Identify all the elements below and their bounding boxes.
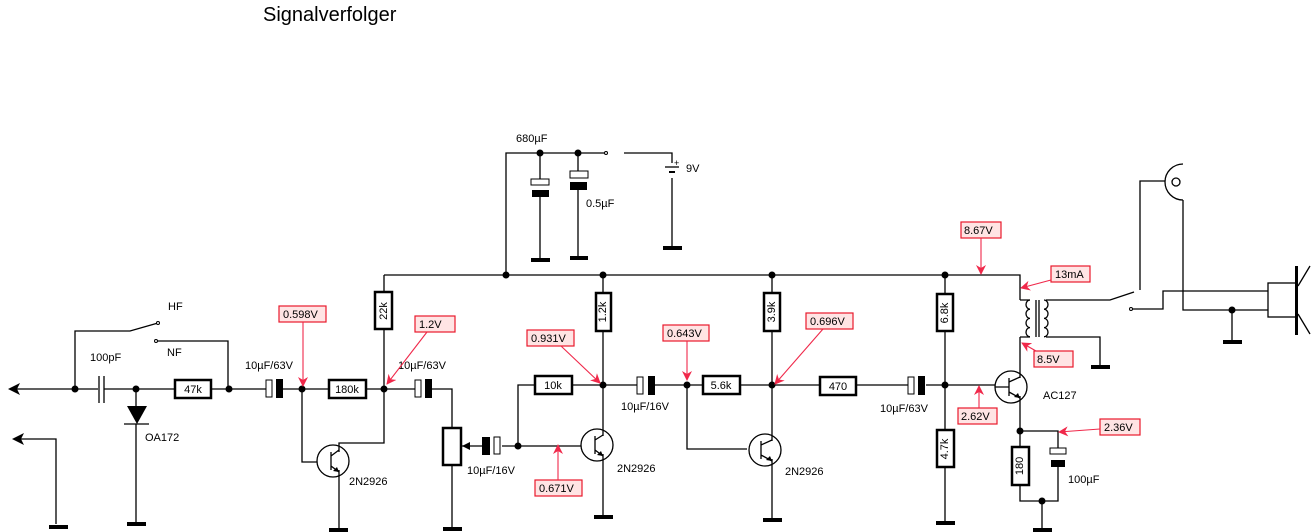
measurement-8-5v: 8.5V xyxy=(1021,342,1074,368)
output-transformer xyxy=(1020,299,1049,338)
potentiometer xyxy=(441,426,470,467)
diagram-title: Signalverfolger xyxy=(263,4,397,26)
svg-text:470: 470 xyxy=(829,381,847,393)
svg-text:4.7k: 4.7k xyxy=(939,438,951,459)
capacitor-c3-label: 10µF/16V xyxy=(467,465,516,477)
capacitor-c1 xyxy=(265,379,283,398)
svg-text:180: 180 xyxy=(1014,457,1026,475)
resistor-47k: 47k xyxy=(173,378,213,400)
svg-text:0.696V: 0.696V xyxy=(810,316,846,328)
hf-label: HF xyxy=(168,301,183,313)
measurement-8-67v: 8.67V xyxy=(960,221,1002,275)
svg-text:8.67V: 8.67V xyxy=(964,225,993,237)
transistor-q1 xyxy=(316,444,350,478)
svg-text:0.931V: 0.931V xyxy=(531,333,567,345)
capacitor-100uf xyxy=(1049,447,1067,467)
diode-label: OA172 xyxy=(145,432,179,444)
svg-text:22k: 22k xyxy=(378,302,390,320)
nf-switch-contact xyxy=(154,339,158,343)
measurement-0-931v: 0.931V xyxy=(526,329,601,384)
capacitor-c2-label: 10µF/63V xyxy=(398,360,447,372)
transistor-q4-ac127 xyxy=(994,370,1028,404)
svg-text:5.6k: 5.6k xyxy=(711,380,732,392)
capacitor-680uf-label: 680µF xyxy=(516,133,548,145)
speaker-icon xyxy=(1267,265,1311,335)
capacitor-0-5uf-label: 0.5µF xyxy=(586,198,615,210)
measurement-0-643v: 0.643V xyxy=(662,324,710,381)
output-arrow-icon xyxy=(8,383,20,395)
speaker-switch-contact xyxy=(1129,307,1133,311)
headphone-jack-icon xyxy=(1164,163,1184,201)
measurement-0-671v: 0.671V xyxy=(534,444,583,497)
resistor-1-2k: 1.2k xyxy=(594,291,613,333)
resistor-22k: 22k xyxy=(373,290,394,331)
junctions xyxy=(71,149,1236,505)
resistor-3-9k: 3.9k xyxy=(762,291,782,333)
transistor-q2 xyxy=(580,428,614,462)
resistor-180k: 180k xyxy=(327,378,368,400)
power-switch xyxy=(604,151,608,155)
battery-9v xyxy=(665,166,679,173)
wires xyxy=(14,152,1268,529)
resistor-5-6k: 5.6k xyxy=(701,374,742,396)
capacitor-0-5uf xyxy=(569,170,589,190)
transistor-q4-label: AC127 xyxy=(1043,390,1077,402)
resistor-470: 470 xyxy=(818,375,858,397)
battery-plus-label: + xyxy=(674,158,679,168)
measurement-0-696v: 0.696V xyxy=(774,312,854,385)
capacitor-c4-label: 10µF/16V xyxy=(621,401,670,413)
svg-text:6.8k: 6.8k xyxy=(939,302,951,323)
svg-text:1.2V: 1.2V xyxy=(419,319,442,331)
svg-text:13mA: 13mA xyxy=(1055,269,1084,281)
measurement-1-2v: 1.2V xyxy=(386,315,456,385)
svg-text:3.9k: 3.9k xyxy=(766,301,778,322)
svg-text:2.36V: 2.36V xyxy=(1104,422,1133,434)
svg-text:47k: 47k xyxy=(184,384,202,396)
capacitor-100pf-label: 100pF xyxy=(90,352,121,364)
transistor-q3 xyxy=(748,433,782,467)
nf-label: NF xyxy=(167,347,182,359)
resistor-180: 180 xyxy=(1010,445,1031,487)
svg-text:0.598V: 0.598V xyxy=(283,309,319,321)
svg-text:8.5V: 8.5V xyxy=(1037,354,1060,366)
output-arrow-icon xyxy=(12,433,24,445)
capacitor-c1-label: 10µF/63V xyxy=(245,360,294,372)
capacitor-100pf xyxy=(98,376,105,403)
transistor-q2-label: 2N2926 xyxy=(617,463,656,475)
capacitor-c5 xyxy=(907,376,925,395)
svg-text:1.2k: 1.2k xyxy=(597,301,609,322)
resistor-4-7k: 4.7k xyxy=(935,428,956,469)
hf-switch-contact xyxy=(156,321,160,325)
capacitor-c3 xyxy=(482,436,501,455)
svg-text:0.643V: 0.643V xyxy=(667,328,703,340)
svg-text:180k: 180k xyxy=(335,384,359,396)
measurement-0-598v: 0.598V xyxy=(278,305,327,387)
transistor-q1-label: 2N2926 xyxy=(349,476,388,488)
svg-text:2.62V: 2.62V xyxy=(961,411,990,423)
capacitor-c2 xyxy=(414,379,432,398)
measurement-2-62v: 2.62V xyxy=(957,385,998,425)
capacitor-100uf-label: 100µF xyxy=(1068,474,1100,486)
capacitor-c5-label: 10µF/63V xyxy=(880,403,929,415)
resistor-10k: 10k xyxy=(533,374,574,396)
transistor-q3-label: 2N2926 xyxy=(785,466,824,478)
svg-text:10k: 10k xyxy=(544,380,562,392)
diode-oa172 xyxy=(124,406,149,425)
measurement-13ma: 13mA xyxy=(1020,265,1091,291)
resistor-6-8k: 6.8k xyxy=(935,292,955,333)
capacitor-680uf xyxy=(530,178,550,197)
ground-symbols xyxy=(49,246,1242,532)
svg-text:0.671V: 0.671V xyxy=(539,483,575,495)
capacitor-c4 xyxy=(636,376,655,395)
measurement-2-36v: 2.36V xyxy=(1058,418,1141,437)
battery-label: 9V xyxy=(686,163,700,175)
